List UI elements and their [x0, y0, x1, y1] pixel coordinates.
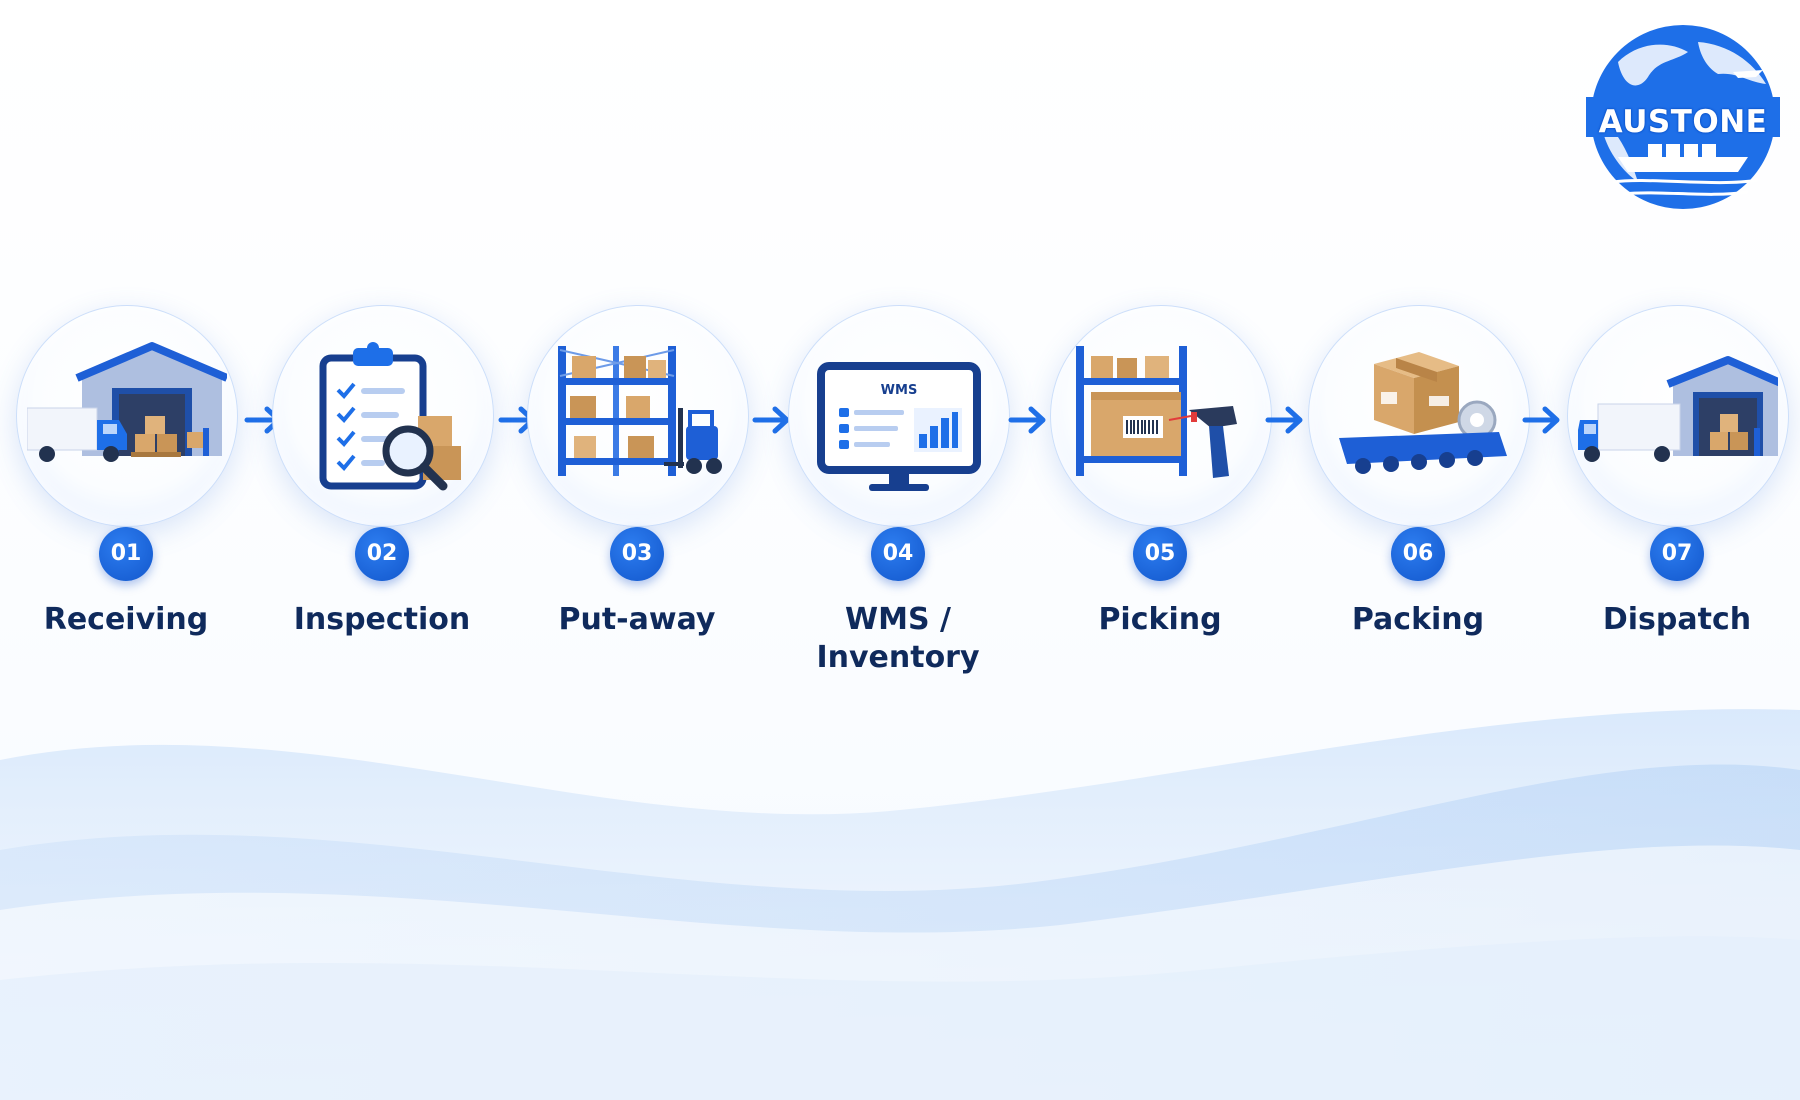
step-label: Inspection — [262, 601, 502, 639]
process-step-dispatch: 07 Dispatch — [1557, 305, 1797, 705]
step-illustration-frame — [1308, 305, 1530, 527]
step-label: Receiving — [6, 601, 246, 639]
brand-logo: AUSTONE — [1578, 22, 1788, 222]
step-number-badge: 04 — [871, 527, 925, 581]
clipboard-magnifier-icon — [319, 342, 461, 491]
barcode-scanner-icon — [1076, 346, 1237, 478]
process-step-packing: 06 Packing — [1298, 305, 1538, 705]
shelving-forklift-icon — [558, 346, 722, 476]
step-illustration-frame — [272, 305, 494, 527]
wms-monitor-icon: WMS — [817, 362, 981, 491]
process-step-inspection: 02 Inspection — [262, 305, 502, 705]
step-number-badge: 05 — [1133, 527, 1187, 581]
step-label: Picking — [1040, 601, 1280, 639]
process-step-picking: 05 Picking — [1040, 305, 1280, 705]
warehouse-truck-icon — [27, 342, 227, 462]
step-label-line: WMS / — [845, 602, 951, 637]
globe-icon — [1586, 25, 1780, 209]
dispatch-truck-icon — [1578, 356, 1778, 462]
step-number-badge: 06 — [1391, 527, 1445, 581]
arrow-right-icon — [1265, 406, 1303, 434]
process-step-wms-inventory: WMS 04 WMS / Inventory — [778, 305, 1018, 705]
step-label-line: Put-away — [558, 602, 716, 637]
step-label-line: Dispatch — [1602, 602, 1752, 637]
arrow-right-icon — [1008, 406, 1046, 434]
step-illustration-frame — [1567, 305, 1789, 527]
step-illustration-frame — [1050, 305, 1272, 527]
arrow-right-icon — [752, 406, 790, 434]
step-label: WMS / Inventory — [778, 601, 1018, 677]
step-label-line: Inspection — [293, 602, 471, 637]
step-label: Dispatch — [1557, 601, 1797, 639]
step-illustration-frame — [527, 305, 749, 527]
step-label: Packing — [1298, 601, 1538, 639]
step-label-line: Packing — [1351, 602, 1485, 637]
step-illustration-frame — [16, 305, 238, 527]
step-illustration-frame: WMS — [788, 305, 1010, 527]
process-step-receiving: 01 Receiving — [6, 305, 246, 705]
arrow-right-icon — [1522, 406, 1560, 434]
step-number-badge: 02 — [355, 527, 409, 581]
step-label: Put-away — [517, 601, 757, 639]
brand-name: AUSTONE — [1598, 104, 1768, 140]
conveyor-box-icon — [1339, 352, 1507, 474]
step-number-badge: 01 — [99, 527, 153, 581]
step-number-badge: 07 — [1650, 527, 1704, 581]
step-label-line: Receiving — [43, 602, 209, 637]
wms-screen-text: WMS — [881, 383, 918, 398]
step-label-line: Inventory — [816, 640, 980, 675]
step-number-badge: 03 — [610, 527, 664, 581]
step-label-line: Picking — [1098, 602, 1222, 637]
background-waves — [0, 709, 1800, 1100]
process-step-put-away: 03 Put-away — [517, 305, 757, 705]
